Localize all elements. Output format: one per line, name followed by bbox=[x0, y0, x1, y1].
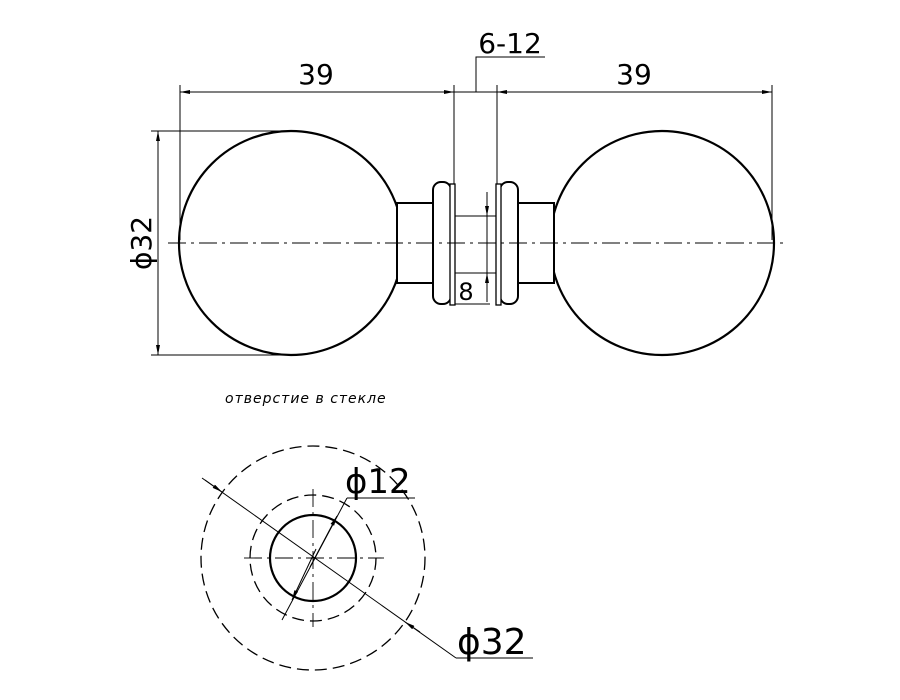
spacer bbox=[454, 215, 497, 274]
dim-hole-diameter: ϕ12 bbox=[345, 462, 411, 502]
hole-view: ϕ12 ϕ32 bbox=[200, 445, 533, 671]
note-glass-hole: отверстие в стекле bbox=[225, 391, 387, 407]
left-gasket bbox=[449, 183, 456, 306]
dim-left-length: 39 bbox=[298, 58, 334, 91]
dim-arrow bbox=[204, 479, 223, 493]
dim-spacer: 8 bbox=[458, 278, 473, 306]
dim-arrow bbox=[404, 621, 421, 633]
dim-arrow bbox=[309, 515, 338, 568]
side-view: 39 39 6-12 ϕ32 8 bbox=[125, 27, 785, 357]
dim-arrow bbox=[291, 548, 317, 601]
dim-right-length: 39 bbox=[616, 58, 652, 91]
leader-glass bbox=[475, 56, 545, 92]
dim-ball-diameter: ϕ32 bbox=[125, 216, 158, 270]
washer-outline bbox=[200, 445, 426, 671]
dim-washer-diameter: ϕ32 bbox=[457, 622, 527, 663]
right-gasket bbox=[495, 183, 502, 306]
dim-glass-thickness: 6-12 bbox=[478, 27, 542, 60]
